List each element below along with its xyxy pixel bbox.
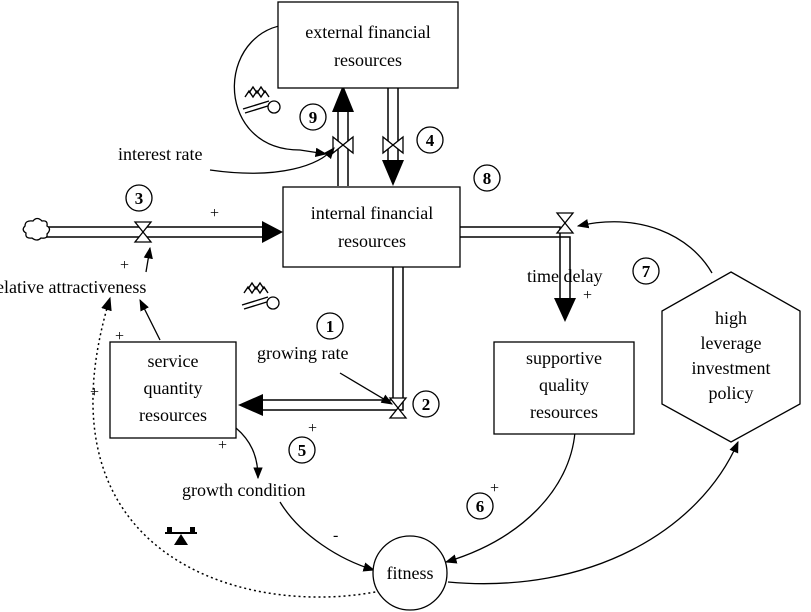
- valve-inflow: [133, 221, 153, 243]
- growth-condition-label: growth condition: [182, 480, 306, 500]
- svg-text:7: 7: [642, 262, 651, 281]
- link-growing-rate: [339, 372, 394, 405]
- supportive-label-1: supportive: [526, 348, 602, 368]
- service-label-1: service: [148, 351, 199, 371]
- inflow-pipe: [45, 221, 283, 243]
- marker-5: 5: [288, 436, 316, 464]
- link-growth-fitness: [279, 501, 376, 572]
- stock-supportive: [493, 341, 635, 435]
- polarity-growing-rate: +: [308, 420, 317, 437]
- external-label-2: resources: [334, 50, 402, 70]
- quality-pipe: [460, 226, 576, 322]
- link-fitness-attr-dotted: [92, 296, 386, 598]
- growing-rate-label: growing rate: [257, 343, 348, 363]
- link-interest-rate: [209, 147, 335, 174]
- stock-internal: [282, 186, 461, 268]
- polarity-fitness-attr: +: [90, 384, 99, 401]
- stock-external: [277, 1, 459, 89]
- marker-4: 4: [416, 126, 444, 154]
- fitness-node: [372, 535, 448, 611]
- repay-pipe: [382, 88, 404, 186]
- svg-text:2: 2: [422, 395, 431, 414]
- polarity-time-delay: +: [583, 287, 592, 304]
- link-service-to-attr: [139, 298, 161, 341]
- svg-text:5: 5: [298, 441, 307, 460]
- polarity-service-attr: +: [115, 328, 124, 345]
- polarity-inflow: +: [210, 205, 219, 222]
- snowball-icon: [241, 281, 280, 310]
- marker-7: 7: [632, 257, 660, 285]
- polarity-supportive: +: [490, 480, 499, 497]
- svg-text:9: 9: [309, 108, 318, 127]
- valve-borrow: [332, 135, 354, 155]
- borrow-pipe: [332, 85, 354, 186]
- policy-label-2: leverage: [701, 333, 762, 353]
- supportive-label-3: resources: [530, 402, 598, 422]
- link-supportive-fitness: [444, 431, 576, 564]
- external-label-1: external financial: [305, 22, 430, 42]
- policy-hexagon: [661, 271, 801, 443]
- balance-scale-icon: [165, 527, 197, 545]
- marker-3: 3: [125, 184, 153, 212]
- policy-label-3: investment: [692, 358, 771, 378]
- marker-6: 6: [466, 492, 494, 520]
- stock-service: [109, 341, 237, 439]
- cloud-source-icon: [22, 217, 51, 241]
- fitness-label: fitness: [387, 563, 434, 583]
- policy-label-1: high: [715, 308, 747, 328]
- svg-text:1: 1: [326, 317, 335, 336]
- svg-text:6: 6: [476, 497, 485, 516]
- relative-attractiveness-label: relative attractiveness: [0, 277, 146, 297]
- valve-quantity: [388, 397, 408, 419]
- service-label-2: quantity: [144, 378, 203, 398]
- svg-text:3: 3: [135, 189, 144, 208]
- link-relative-attr: [143, 246, 153, 273]
- link-loop-9: [233, 23, 328, 158]
- policy-label-4: policy: [709, 383, 754, 403]
- link-fitness-policy: [447, 440, 739, 585]
- time-delay-label: time delay: [527, 266, 602, 286]
- marker-1: 1: [316, 312, 344, 340]
- service-label-3: resources: [139, 405, 207, 425]
- polarity-growth: +: [218, 437, 227, 454]
- link-policy-to-valve: [576, 219, 713, 274]
- valve-quality: [555, 212, 575, 234]
- svg-text:8: 8: [483, 169, 492, 188]
- marker-2: 2: [412, 390, 440, 418]
- internal-label-2: resources: [338, 231, 406, 251]
- polarity-growth-fitness: -: [333, 527, 338, 544]
- valve-repay: [382, 135, 404, 155]
- svg-text:4: 4: [426, 131, 435, 150]
- polarity-attr-valve: +: [120, 257, 129, 274]
- internal-label-1: internal financial: [311, 203, 433, 223]
- snowball-icon: [242, 85, 281, 114]
- link-service-growth: [235, 427, 263, 480]
- interest-rate-label: interest rate: [118, 144, 202, 164]
- supportive-label-2: quality: [539, 375, 589, 395]
- marker-9: 9: [299, 103, 327, 131]
- marker-8: 8: [473, 164, 501, 192]
